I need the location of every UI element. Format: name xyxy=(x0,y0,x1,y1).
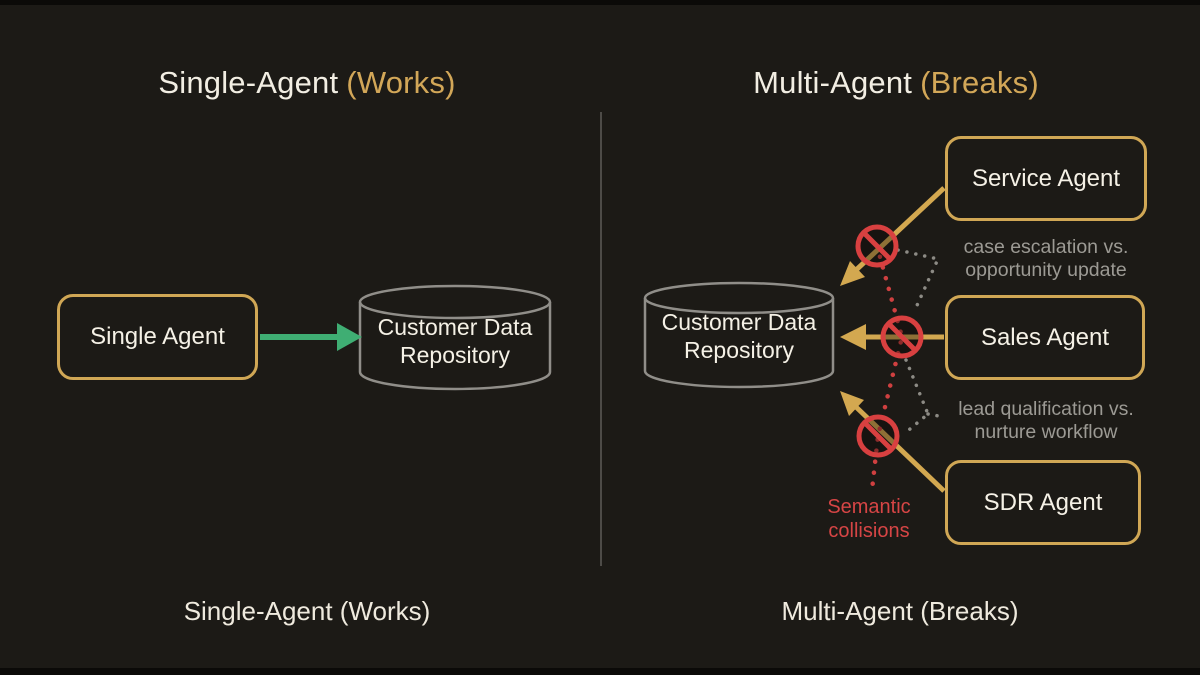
right-repository-line1: Customer Data xyxy=(661,309,817,335)
conflict-label-line1: lead qualification vs. xyxy=(958,398,1134,420)
no-entry-icon xyxy=(856,414,900,458)
left-panel-title-accent: (Works) xyxy=(346,65,456,100)
sales-agent-box: Sales Agent xyxy=(945,295,1145,380)
service-agent-box: Service Agent xyxy=(945,136,1147,221)
sdr-agent-box: SDR Agent xyxy=(945,460,1141,545)
collision-label-line1: Semantic xyxy=(827,496,911,518)
bottom-edge-bar xyxy=(0,668,1200,675)
database-cylinder-icon xyxy=(358,284,552,391)
right-repository-label: Customer Data Repository xyxy=(654,308,824,364)
no-entry-icon xyxy=(880,315,924,359)
left-repository-line1: Customer Data xyxy=(377,314,533,340)
left-panel-title-main: Single-Agent xyxy=(158,65,339,100)
gold-flow-arrow-icon xyxy=(840,186,946,286)
conflict-connector-dotted-line xyxy=(896,248,941,314)
green-flow-arrow-icon xyxy=(260,323,362,351)
left-repository-label: Customer Data Repository xyxy=(370,313,540,369)
conflict-label-line1: case escalation vs. xyxy=(963,236,1129,258)
conflict-connector-dotted-line xyxy=(902,358,946,436)
semantic-collisions-label: Semantic collisions xyxy=(812,495,926,543)
right-repository-line2: Repository xyxy=(684,337,794,363)
single-agent-box: Single Agent xyxy=(57,294,258,380)
conflict-label-sales-sdr: lead qualification vs. nurture workflow xyxy=(950,398,1142,444)
conflict-label-service-sales: case escalation vs. opportunity update xyxy=(950,236,1142,282)
right-panel-caption: Multi-Agent (Breaks) xyxy=(781,596,1019,626)
top-edge-bar xyxy=(0,0,1200,5)
right-panel-title-accent: (Breaks) xyxy=(920,65,1039,100)
sdr-agent-label: SDR Agent xyxy=(983,488,1103,516)
conflict-label-line2: opportunity update xyxy=(965,259,1127,281)
left-panel-caption: Single-Agent (Works) xyxy=(183,596,431,626)
database-cylinder-icon xyxy=(643,281,835,389)
conflict-label-line2: nurture workflow xyxy=(974,421,1118,443)
collision-label-line2: collisions xyxy=(828,520,910,542)
right-panel-title: Multi-Agent(Breaks) xyxy=(646,65,1146,101)
no-entry-icon xyxy=(855,224,899,268)
service-agent-label: Service Agent xyxy=(971,164,1121,192)
left-panel-title: Single-Agent(Works) xyxy=(57,65,557,101)
left-repository-line2: Repository xyxy=(400,342,510,368)
sales-agent-label: Sales Agent xyxy=(980,323,1110,351)
single-agent-label: Single Agent xyxy=(90,323,225,350)
semantic-collision-dotted-line xyxy=(869,243,905,493)
right-panel-title-main: Multi-Agent xyxy=(753,65,913,100)
